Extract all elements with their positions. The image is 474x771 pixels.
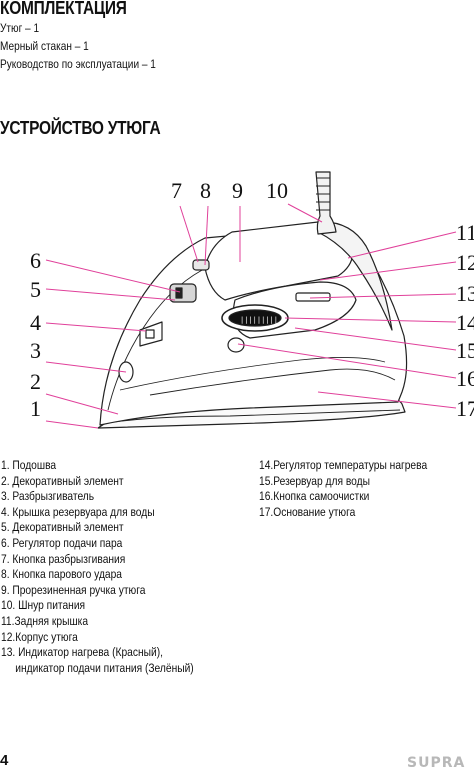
part-item: 7. Кнопка разбрызгивания [1, 551, 126, 566]
iron-handle [204, 221, 354, 301]
callout-10: 10 [266, 178, 288, 203]
package-list: Утюг – 1 Мерный стакан – 1 Руководство п… [0, 19, 156, 73]
device-title: УСТРОЙСТВО УТЮГА [0, 118, 161, 138]
callout-15: 15 [456, 338, 474, 363]
part-item: 12.Корпус утюга [1, 629, 78, 644]
callout-6: 6 [30, 248, 41, 273]
iron-illustration: ||||||||| [97, 171, 408, 429]
iron-steam-regulator [169, 283, 197, 303]
callout-2: 2 [30, 369, 41, 394]
callout-11: 11 [456, 220, 474, 245]
part-item: 13. Индикатор нагрева (Красный), [1, 645, 163, 660]
part-item: 5. Декоративный элемент [1, 520, 124, 535]
callout-4: 4 [30, 310, 41, 335]
brand-logo: SUPRA [407, 755, 466, 771]
part-item: 6. Регулятор подачи пара [1, 535, 123, 550]
part-item: 11.Задняя крышка [1, 613, 89, 628]
parts-list-left: 1. Подошва 2. Декоративный элемент 3. Ра… [1, 458, 194, 676]
parts-list-right: 14.Регулятор температуры нагрева 15.Резе… [259, 458, 427, 520]
part-item: 14.Регулятор температуры нагрева [259, 458, 428, 472]
package-item: Руководство по эксплуатации – 1 [0, 57, 156, 71]
part-item: 16.Кнопка самоочистки [259, 489, 370, 504]
callout-3: 3 [30, 338, 41, 363]
part-item: 4. Крышка резервуара для воды [1, 504, 155, 519]
part-item: 15.Резервуар для воды [259, 473, 370, 488]
part-item: 17.Основание утюга [259, 504, 356, 519]
callout-13: 13 [456, 281, 474, 306]
callout-12: 12 [456, 250, 474, 275]
part-item: 2. Декоративный элемент [1, 473, 124, 488]
callout-17: 17 [456, 396, 474, 421]
part-item: 8. Кнопка парового удара [1, 567, 123, 582]
callout-5: 5 [30, 277, 41, 302]
callout-8: 8 [200, 178, 211, 203]
dial-marks: ||||||||| [240, 316, 278, 324]
part-item: 3. Разбрызгиватель [1, 489, 95, 504]
callout-16: 16 [456, 366, 474, 391]
callout-7: 7 [171, 178, 182, 203]
callout-1: 1 [30, 396, 41, 421]
package-item: Утюг – 1 [0, 21, 40, 35]
iron-cord [315, 171, 337, 235]
iron-indicator [295, 292, 331, 302]
part-item: 9. Прорезиненная ручка утюга [1, 582, 146, 597]
package-item: Мерный стакан – 1 [0, 39, 89, 53]
page-number: 4 [0, 752, 9, 769]
part-item: 10. Шнур питания [1, 598, 86, 613]
iron-tank-cap [139, 321, 163, 347]
part-item: 1. Подошва [1, 458, 57, 472]
iron-steam-button [192, 259, 210, 271]
callout-numbers: 1 2 3 4 5 6 7 8 9 10 11 12 13 14 15 16 1… [30, 178, 474, 421]
callout-lines [45, 203, 457, 429]
package-title: КОМПЛЕКТАЦИЯ [0, 0, 127, 18]
callout-9: 9 [232, 178, 243, 203]
callout-14: 14 [456, 310, 474, 335]
iron-diagram: ||||||||| 1 2 3 4 5 6 7 8 9 10 11 [30, 171, 474, 429]
part-item: индикатор подачи питания (Зелёный) [15, 660, 194, 675]
